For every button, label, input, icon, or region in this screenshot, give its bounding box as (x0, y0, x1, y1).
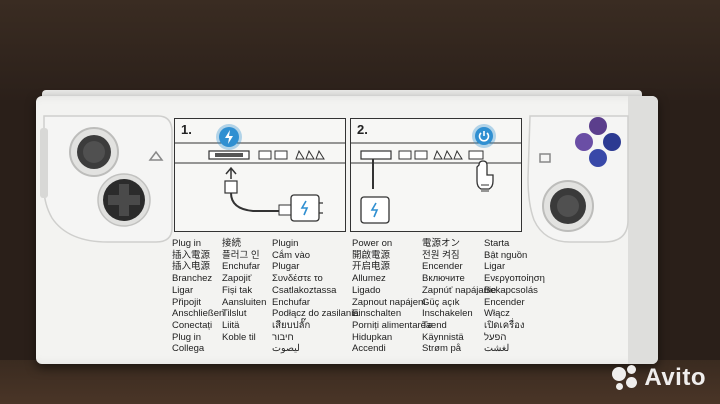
col3-line: Csatlakoztassa (272, 284, 337, 296)
col6-line: Włącz (484, 308, 510, 320)
col4-line: Ligado (352, 284, 381, 296)
col6-line: Bekapcsolás (484, 284, 538, 296)
col5-line: 전원 켜짐 (422, 249, 460, 261)
avito-watermark-text: Avito (644, 364, 706, 391)
col5-line: Strøm på (422, 343, 462, 355)
col6-line: Ligar (484, 261, 506, 273)
col3-line: ليصوت (272, 343, 300, 355)
col1-line: Branchez (172, 273, 213, 285)
step2-illustration (351, 142, 521, 224)
step2-number: 2. (357, 122, 368, 137)
col2-line: 接続 (222, 238, 242, 249)
col4-line: Einschalten (352, 308, 402, 320)
right-controller (527, 115, 629, 243)
col1-line: Plug in (172, 331, 202, 343)
col5-line: Inschakelen (422, 308, 473, 320)
avito-watermark: Avito (612, 364, 706, 392)
col3-line: Συνδέστε το (272, 273, 323, 285)
col6-line: เปิดเครื่อง (484, 319, 525, 331)
col6-line: Encender (484, 296, 525, 308)
col3-line: Plugar (272, 261, 300, 273)
face-buttons (575, 117, 621, 167)
col2-line: Zapojiť (222, 273, 252, 285)
col4-line: Zapnout napájení (352, 296, 426, 308)
col4-line: Hidupkan (352, 331, 393, 343)
right-thumbstick (542, 180, 594, 232)
col2-line: Liitä (222, 319, 240, 331)
col1-line: 插入电源 (172, 261, 211, 273)
col3-line: חיבור (272, 331, 294, 343)
box-tray-right (628, 96, 658, 364)
col4-line: Accendi (352, 343, 386, 355)
step2-panel: 2. (350, 118, 522, 232)
col3-line: Plugin (272, 238, 299, 249)
col6-line: Bật nguồn (484, 249, 528, 261)
col2-line: 플러그 인 (222, 249, 260, 261)
step1-illustration (175, 142, 345, 222)
col4-line: 開啟電源 (352, 249, 391, 261)
col4-line: Allumez (352, 273, 386, 285)
col5-line: Включите (422, 273, 465, 285)
step1-panel: 1. (174, 118, 346, 232)
col3-line: เสียบปลั๊ก (272, 319, 311, 331)
col4-line: Power on (352, 238, 393, 249)
col5-line: 電源オン (422, 238, 461, 249)
col4-line: Porniți alimentarea (352, 319, 432, 331)
background-bottom (0, 360, 720, 404)
col5-line: Güç açık (422, 296, 460, 308)
power-icon (475, 127, 493, 145)
step1-number: 1. (181, 122, 192, 137)
left-controller (40, 115, 173, 243)
box-lid-edge (42, 90, 642, 100)
col3-line: Enchufar (272, 296, 311, 308)
col2-line: Tilslut (222, 308, 247, 320)
col6-line: لغشت (484, 343, 510, 355)
col5-line: Tænd (422, 319, 447, 331)
col5-line: Käynnistä (422, 331, 464, 343)
col2-line: Koble til (222, 331, 256, 343)
background-top (0, 0, 720, 100)
col3-line: Podłącz do zasilania (272, 308, 359, 320)
col1-line: Collega (172, 343, 205, 355)
col5-line: Zapnúť napájanie (422, 284, 497, 296)
col2-line: Fiși tak (222, 284, 253, 296)
col6-line: הפעל (484, 331, 507, 343)
col1-line: Anschließen (172, 308, 225, 320)
col1-line: Plug in (172, 238, 202, 249)
col5-line: Encender (422, 261, 463, 273)
col1-line: Připojit (172, 296, 202, 308)
col1-line: 插入電源 (172, 249, 211, 261)
left-thumbstick (69, 127, 119, 177)
col4-line: 开启电源 (352, 261, 391, 273)
col2-line: Enchufar (222, 261, 261, 273)
dpad (97, 173, 151, 227)
avito-logo-icon (612, 365, 638, 391)
col1-line: Conectați (172, 319, 213, 331)
col6-line: Ενεργοποίηση (484, 273, 545, 285)
charge-icon (219, 127, 239, 147)
col6-line: Starta (484, 238, 510, 249)
col2-line: Aansluiten (222, 296, 267, 308)
col3-line: Cắm vào (272, 249, 311, 261)
col1-line: Ligar (172, 284, 194, 296)
